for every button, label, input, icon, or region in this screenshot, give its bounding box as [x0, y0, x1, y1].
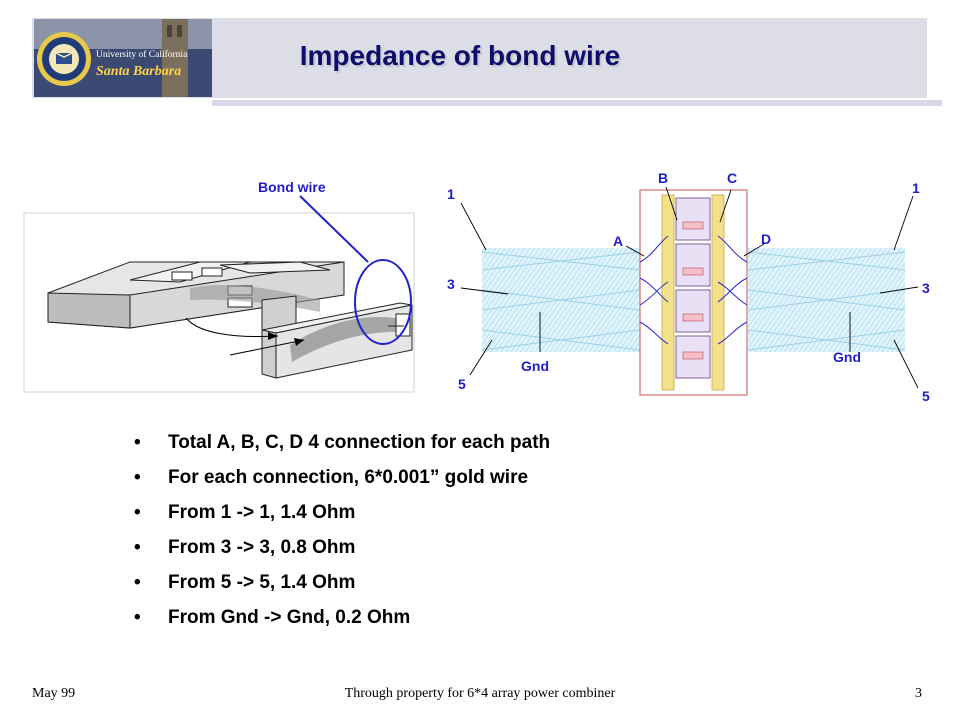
- left-pin-1-label: 1: [447, 186, 455, 202]
- bullet-icon: •: [134, 607, 141, 628]
- right-pin-1-label: 1: [912, 180, 920, 196]
- bullet-icon: •: [134, 572, 141, 593]
- right-pin-5-label: 5: [922, 388, 930, 404]
- point-b-label: B: [658, 170, 668, 186]
- layout-diagram: [460, 186, 919, 396]
- bullet-icon: •: [134, 537, 141, 558]
- bullet-item: •From 5 -> 5, 1.4 Ohm: [134, 570, 550, 605]
- point-a-label: A: [613, 233, 623, 249]
- tower-shape: [162, 19, 188, 97]
- bond-wire-pointer: [299, 195, 369, 263]
- bullet-item: •From 1 -> 1, 1.4 Ohm: [134, 500, 550, 535]
- logo-line1: University of California: [96, 49, 188, 60]
- gnd-left-label: Gnd: [521, 358, 549, 374]
- gnd-right-label: Gnd: [833, 349, 861, 365]
- bullet-icon: •: [134, 432, 141, 453]
- bullet-item: •From 3 -> 3, 0.8 Ohm: [134, 535, 550, 570]
- seal-icon: [37, 32, 91, 86]
- left-pin-5-label: 5: [458, 376, 466, 392]
- bullet-item: •For each connection, 6*0.001” gold wire: [134, 465, 550, 500]
- bullet-list: •Total A, B, C, D 4 connection for each …: [134, 430, 550, 640]
- footer-page-number: 3: [915, 686, 922, 701]
- left-pin-3-label: 3: [447, 276, 455, 292]
- page-title: Impedance of bond wire: [299, 40, 621, 71]
- bullet-icon: •: [134, 502, 141, 523]
- combiner-cells: [675, 197, 711, 379]
- bullet-item: •Total A, B, C, D 4 connection for each …: [134, 430, 550, 465]
- point-d-label: D: [761, 231, 771, 247]
- bond-wire-label: Bond wire: [258, 179, 326, 195]
- bullet-icon: •: [134, 467, 141, 488]
- 3d-bond-wire-drawing: [23, 195, 415, 393]
- footer-date: May 99: [32, 686, 76, 701]
- footer-subject: Through property for 6*4 array power com…: [344, 686, 616, 701]
- header-rule: [212, 100, 942, 106]
- university-logo: University of California Santa Barbara: [34, 19, 212, 97]
- bullet-item: •From Gnd -> Gnd, 0.2 Ohm: [134, 605, 550, 640]
- logo-line2: Santa Barbara: [96, 64, 181, 79]
- right-pin-3-label: 3: [922, 280, 930, 296]
- point-c-label: C: [727, 170, 737, 186]
- bond-wire-circle: [354, 259, 412, 345]
